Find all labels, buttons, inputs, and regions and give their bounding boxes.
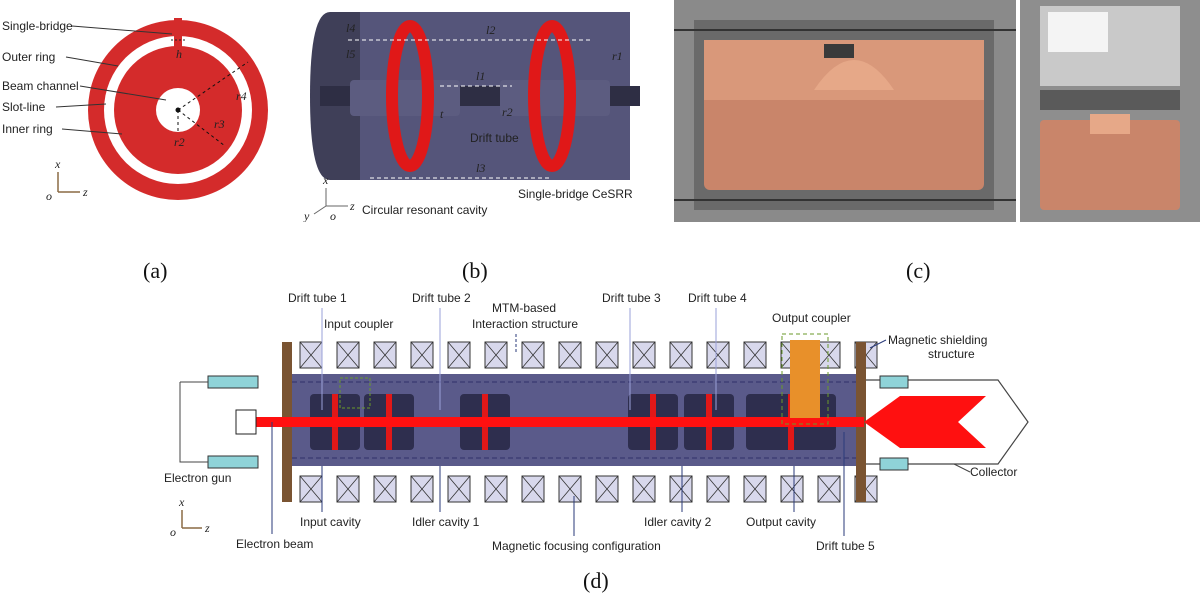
svg-text:z: z: [82, 185, 88, 199]
dim-l3: l3: [476, 161, 485, 175]
svg-text:o: o: [170, 525, 176, 539]
label-shielding-structure: structure: [928, 347, 975, 361]
label-circular-resonant-cavity: Circular resonant cavity: [362, 203, 487, 217]
svg-text:x: x: [178, 495, 185, 509]
dim-l1: l1: [476, 69, 485, 83]
gun-insulator-bottom: [207, 455, 259, 469]
dim-r2: r2: [174, 135, 185, 149]
label-slot-line: Slot-line: [2, 100, 46, 114]
svg-text:z: z: [349, 199, 355, 213]
label-drift-tube-2: Drift tube 2: [412, 291, 471, 305]
srr-ring-left: [386, 20, 434, 172]
label-single-bridge-cesrr: Single-bridge CeSRR: [518, 187, 633, 201]
label-output-cavity: Output cavity: [746, 515, 816, 529]
label-electron-gun: Electron gun: [164, 471, 231, 485]
dim-t: t: [440, 107, 444, 121]
label-magnetic-focusing: Magnetic focusing configuration: [492, 539, 661, 553]
dim-l5: l5: [346, 47, 355, 61]
caption-c: (c): [906, 258, 931, 283]
svg-text:x: x: [322, 173, 329, 187]
label-beam-channel: Beam channel: [2, 79, 79, 93]
label-output-coupler: Output coupler: [772, 311, 851, 325]
dim-l2: l2: [486, 23, 495, 37]
svg-text:x: x: [54, 157, 61, 171]
output-coupler: [790, 340, 820, 418]
label-idler-cavity-2: Idler cavity 2: [644, 515, 712, 529]
caption-d: (d): [583, 568, 609, 593]
svg-text:z: z: [204, 521, 210, 535]
drift-tube-right: [500, 80, 610, 116]
svg-text:o: o: [46, 189, 52, 203]
label-drift-tube-5: Drift tube 5: [816, 539, 875, 553]
label-drift-tube-4: Drift tube 4: [688, 291, 747, 305]
label-magnetic-shielding: Magnetic shielding: [888, 333, 987, 347]
magnetic-focusing-coils: [299, 341, 878, 503]
dim-r3: r3: [214, 117, 225, 131]
label-input-coupler: Input coupler: [324, 317, 393, 331]
electron-beam: [254, 417, 864, 427]
axes-d: x z o: [170, 495, 210, 539]
single-bridge: [174, 18, 182, 48]
gun-insulator-top: [207, 375, 259, 389]
photo-test-setup: [1020, 0, 1200, 222]
dim-r2-b: r2: [502, 105, 513, 119]
collector-insulator-top: [879, 375, 909, 389]
label-interaction-structure: Interaction structure: [472, 317, 578, 331]
axes-a: x z o: [46, 157, 88, 203]
svg-text:o: o: [330, 209, 336, 222]
label-drift-tube: Drift tube: [470, 131, 519, 145]
collector: [864, 396, 986, 448]
panel-b-interaction-cavity: l4 l5 l2 l1 l3 r1 r2 t Drift tube Circul…: [303, 12, 640, 222]
drift-tube-left: [350, 80, 460, 116]
label-electron-beam: Electron beam: [236, 537, 313, 551]
label-single-bridge: Single-bridge: [2, 19, 73, 33]
label-outer-ring: Outer ring: [2, 50, 55, 64]
photo-prototype: [674, 0, 1016, 222]
axes-b: x z y o: [303, 173, 355, 222]
caption-a: (a): [143, 258, 168, 283]
dim-r1: r1: [612, 49, 623, 63]
panel-a-srr-diagram: Single-bridge Outer ring Beam channel Sl…: [2, 18, 268, 203]
cathode: [235, 409, 257, 435]
panel-d-klystron-layout: Drift tube 1 Input coupler Drift tube 2 …: [164, 291, 1029, 553]
label-drift-tube-1: Drift tube 1: [288, 291, 347, 305]
label-input-cavity: Input cavity: [300, 515, 361, 529]
label-idler-cavity-1: Idler cavity 1: [412, 515, 480, 529]
dim-l4: l4: [346, 21, 355, 35]
label-collector: Collector: [970, 465, 1017, 479]
svg-text:y: y: [303, 209, 310, 222]
dim-h: h: [176, 47, 182, 61]
input-coupler: [339, 377, 371, 409]
dim-r4: r4: [236, 89, 247, 103]
label-mtm-based: MTM-based: [492, 301, 556, 315]
collector-insulator-bottom: [879, 457, 909, 471]
label-drift-tube-3: Drift tube 3: [602, 291, 661, 305]
caption-b: (b): [462, 258, 488, 283]
label-inner-ring: Inner ring: [2, 122, 53, 136]
srr-ring-right: [528, 20, 576, 172]
